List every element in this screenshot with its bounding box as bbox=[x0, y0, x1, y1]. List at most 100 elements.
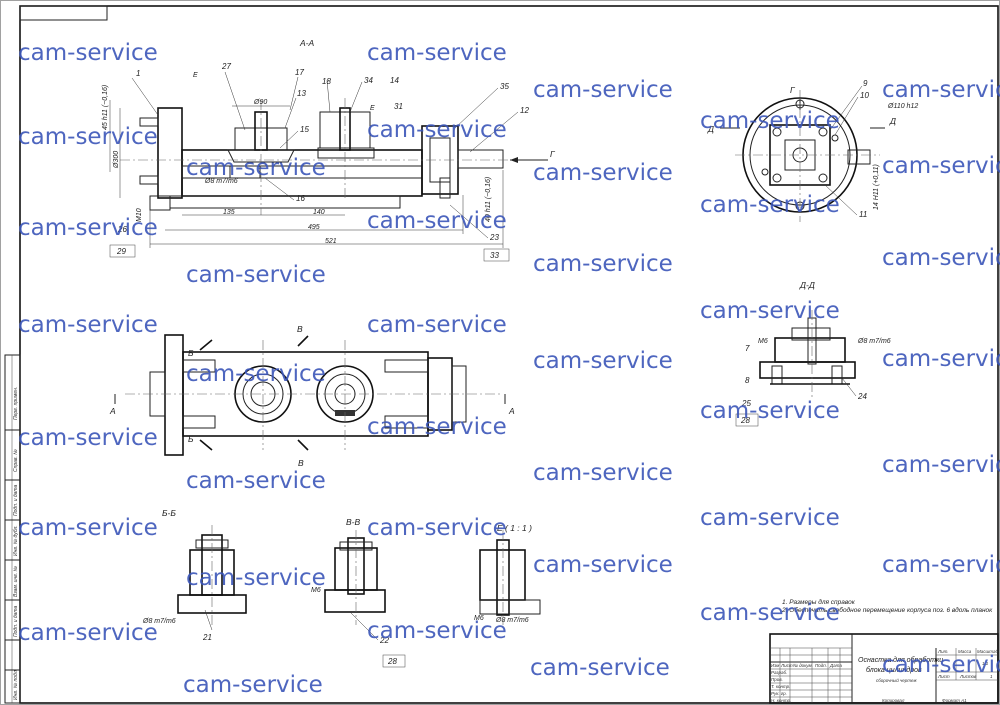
watermark-28: cam-service bbox=[186, 468, 326, 494]
dim-495: 495 bbox=[308, 224, 320, 231]
tb-scale: Масштаб bbox=[977, 649, 998, 654]
dim-m6-e: М6 bbox=[474, 615, 484, 622]
section-b-label: Б-Б bbox=[162, 508, 176, 518]
section-b-b: Б-Б Ø8 m7/m6 21 bbox=[142, 508, 247, 642]
note-1: 1. Размеры для справок bbox=[782, 598, 856, 606]
leader-10: 10 bbox=[860, 91, 869, 100]
watermark-3: cam-service bbox=[533, 77, 673, 103]
watermark-13: cam-service bbox=[367, 208, 507, 234]
watermark-26: cam-service bbox=[533, 460, 673, 486]
watermark-2: cam-service bbox=[367, 40, 507, 66]
dim-dia8-d: Ø8 m7/m6 bbox=[857, 338, 891, 345]
watermark-10: cam-service bbox=[882, 153, 1000, 179]
leader-25: 25 bbox=[741, 399, 751, 408]
technical-notes: 1. Размеры для справок 2. Обеспечить сво… bbox=[781, 598, 993, 614]
watermark-31: cam-service bbox=[367, 515, 507, 541]
watermark-37: cam-service bbox=[367, 618, 507, 644]
view-letter-a-right: А bbox=[508, 406, 515, 416]
tb-sheets: Листов bbox=[959, 674, 977, 679]
watermark-30: cam-service bbox=[18, 515, 158, 541]
watermark-35: cam-service bbox=[700, 600, 840, 626]
leader-34: 34 bbox=[364, 76, 373, 85]
dim-dia300: Ø300 bbox=[113, 151, 120, 169]
leader-12: 12 bbox=[520, 106, 529, 115]
dim-dia8-a: Ø8 m7/m6 bbox=[204, 178, 238, 185]
dim-h1: 45 h11 (−0,16) bbox=[102, 85, 109, 130]
title-block: Изм Лист № докум. Подп. Дата Разраб. Про… bbox=[769, 633, 999, 704]
plan-view: А А Б Б В В bbox=[109, 324, 515, 468]
watermark-29: cam-service bbox=[700, 505, 840, 531]
side-stamp-6: Подп. и дата bbox=[13, 605, 19, 637]
watermark-15: cam-service bbox=[533, 251, 673, 277]
side-stamp-3: Подп. и дата bbox=[13, 484, 19, 516]
dim-521: 521 bbox=[325, 238, 337, 245]
leader-24: 24 bbox=[857, 392, 867, 401]
section-a-label: А-А bbox=[299, 38, 315, 48]
dim-h2: 14 H11 (+0,11) bbox=[873, 164, 880, 210]
tb-format: Формат А1 bbox=[942, 698, 967, 703]
dim-140: 140 bbox=[313, 209, 325, 216]
tb-sheet: Лист bbox=[937, 674, 950, 679]
view-letter-e1: Е bbox=[193, 72, 198, 79]
side-stamp-5: Взам. инв. № bbox=[13, 565, 19, 597]
tb-mass: Масса bbox=[958, 649, 972, 654]
section-v-v: В-В М6 22 28 bbox=[311, 517, 406, 668]
watermark-11: cam-service bbox=[700, 192, 840, 218]
section-v-label: В-В bbox=[346, 517, 361, 527]
tb-col-list: Лист bbox=[780, 663, 793, 668]
watermark-36: cam-service bbox=[18, 620, 158, 646]
tb-col-doc: № докум. bbox=[793, 663, 813, 668]
view-letter-b-top: Б bbox=[188, 348, 194, 358]
leader-14: 14 bbox=[390, 76, 399, 85]
dim-m6-v: М6 bbox=[311, 587, 321, 594]
watermark-38: cam-service bbox=[530, 655, 670, 681]
view-letter-a-left: А bbox=[109, 406, 116, 416]
watermark-27: cam-service bbox=[882, 452, 1000, 478]
view-letter-e2: Е bbox=[370, 105, 375, 112]
watermark-39: cam-service bbox=[882, 652, 1000, 678]
side-stamp-1: Перв. примен. bbox=[13, 387, 19, 420]
leader-8: 8 bbox=[745, 376, 750, 385]
leader-31: 31 bbox=[394, 102, 403, 111]
tb-lit: Лит. bbox=[937, 649, 949, 654]
dim-m10: М10 bbox=[136, 208, 143, 222]
leader-13: 13 bbox=[297, 89, 306, 98]
tb-col-izm: Изм bbox=[771, 663, 779, 668]
tb-role-rukgr: Рук. гр. bbox=[771, 691, 787, 696]
leader-28b: 28 bbox=[387, 657, 397, 666]
watermark-8: cam-service bbox=[186, 155, 326, 181]
leader-21: 21 bbox=[202, 633, 212, 642]
side-stamps: Перв. примен. Справ. № Подп. и дата Инв.… bbox=[13, 387, 19, 700]
side-stamp-7: Инв. № подл. bbox=[13, 669, 19, 700]
watermark-32: cam-service bbox=[533, 552, 673, 578]
dim-dia8-e: Ø8 m7/m6 bbox=[495, 617, 529, 624]
leaders-a: 1 27 17 13 15 16 26 29 18 34 14 31 35 12… bbox=[109, 62, 529, 262]
watermark-33: cam-service bbox=[882, 552, 1000, 578]
watermark-9: cam-service bbox=[533, 160, 673, 186]
tb-sheets-value: 1 bbox=[990, 674, 993, 679]
leader-11: 11 bbox=[859, 210, 867, 219]
tb-subtitle: сборочный чертеж bbox=[876, 677, 917, 683]
leader-29: 29 bbox=[116, 247, 126, 256]
watermark-24: cam-service bbox=[18, 425, 158, 451]
watermark-23: cam-service bbox=[700, 398, 840, 424]
watermark-21: cam-service bbox=[882, 346, 1000, 372]
watermark-40: cam-service bbox=[183, 672, 323, 698]
watermark-14: cam-service bbox=[186, 262, 326, 288]
view-letter-g-arrow: Г bbox=[550, 149, 556, 159]
leader-26: 26 bbox=[117, 225, 127, 234]
watermark-19: cam-service bbox=[367, 312, 507, 338]
watermark-6: cam-service bbox=[367, 117, 507, 143]
leader-18: 18 bbox=[322, 77, 331, 86]
dim-h3: 40 h11 (−0,16) bbox=[485, 177, 492, 222]
view-letter-d-right: Д bbox=[889, 116, 896, 126]
tb-role-razrab: Разраб. bbox=[771, 670, 787, 675]
watermark-18: cam-service bbox=[18, 312, 158, 338]
view-g: Г Д Д Ø110 h12 14 H11 (+0,11) 9 10 11 bbox=[707, 79, 918, 222]
tb-role-tkontr: Т. контр. bbox=[771, 684, 790, 689]
watermark-20: cam-service bbox=[533, 348, 673, 374]
detail-e: Е ( 1 : 1 ) М6 Ø8 m7/m6 bbox=[474, 523, 541, 625]
leader-33: 33 bbox=[490, 251, 499, 260]
section-d-d: Д-Д М6 Ø8 m7/m6 7 8 24 25 28 bbox=[735, 280, 891, 427]
